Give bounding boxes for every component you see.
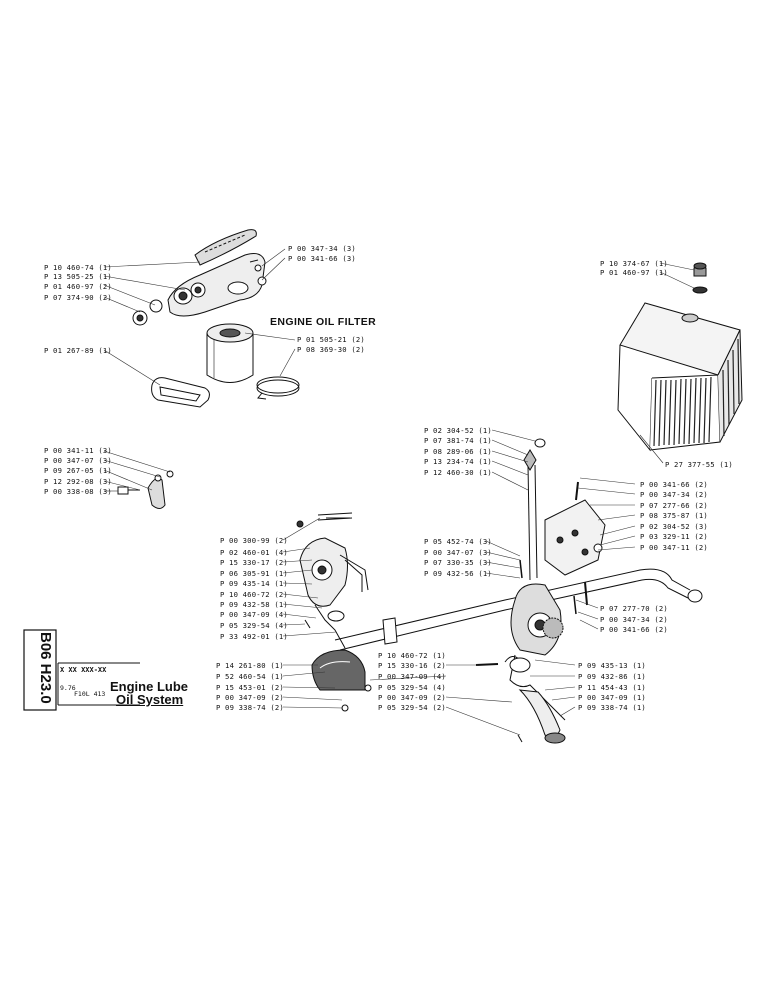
part-label: P 09 432-58 (1): [220, 600, 288, 609]
part-label: P 00 341-66 (3): [288, 254, 356, 263]
part-label: P 13 234-74 (1): [424, 457, 492, 466]
part-label: P 03 329-11 (2): [640, 532, 708, 541]
hose-clamp-illustration: [256, 376, 300, 400]
part-label: P 06 305-91 (1): [220, 569, 288, 578]
engine-ref: F10L 413: [74, 690, 106, 698]
left-pump-illustration: [296, 512, 369, 649]
part-label: P 05 329-54 (2): [378, 703, 446, 712]
part-label: P 12 292-08 (3): [44, 477, 112, 486]
part-label: P 15 330-17 (2): [220, 558, 288, 567]
part-label: P 09 435-14 (1): [220, 579, 288, 588]
part-label: P 01 460-97 (1): [600, 268, 668, 277]
engine-oil-filter-heading: ENGINE OIL FILTER: [270, 316, 377, 328]
part-label: P 00 300-99 (2): [220, 536, 288, 545]
part-label: P 01 460-97 (2): [44, 282, 112, 291]
gasket-illustration: [151, 377, 210, 408]
part-label: P 15 453-01 (2): [216, 683, 284, 692]
part-label: P 14 261-80 (1): [216, 661, 284, 670]
part-label: P 00 347-34 (2): [600, 615, 668, 624]
strainer-left-illustration: [311, 649, 366, 712]
part-label: P 52 460-54 (1): [216, 672, 284, 681]
part-label: P 10 460-72 (1): [378, 651, 446, 660]
part-label: P 07 277-66 (2): [640, 501, 708, 510]
part-label: P 09 435-13 (1): [578, 661, 646, 670]
part-label: P 01 267-89 (1): [44, 346, 112, 355]
oil-cooler-illustration: [617, 262, 743, 452]
part-label: P 00 347-07 (3): [44, 456, 112, 465]
strainer-right-illustration: [504, 654, 566, 744]
part-label: P 08 289-06 (1): [424, 447, 492, 456]
bolt-parts-illustration: [117, 470, 577, 692]
title-block-frame: [23, 629, 140, 711]
part-label: P 08 369-30 (2): [297, 345, 365, 354]
part-label: P 09 432-56 (1): [424, 569, 492, 578]
drawing-title-line2: Oil System: [116, 692, 184, 707]
part-label: P 00 347-34 (3): [288, 244, 356, 253]
drawing-number: X XX XXX-XX: [60, 666, 107, 674]
part-label: P 08 375-87 (1): [640, 511, 708, 520]
part-label: P 00 347-11 (2): [640, 543, 708, 552]
part-label: P 10 460-74 (1): [44, 263, 112, 272]
part-label: P 00 347-09 (2): [378, 693, 446, 702]
filter-head-illustration: [132, 229, 267, 326]
part-label: P 00 347-07 (3): [424, 548, 492, 557]
drawing-date: 9.76: [60, 684, 76, 692]
part-label: P 10 374-67 (1): [600, 259, 668, 268]
part-label: P 00 347-34 (2): [640, 490, 708, 499]
part-label: P 33 492-01 (1): [220, 632, 288, 641]
part-label: P 02 460-01 (4): [220, 548, 288, 557]
part-label: P 00 347-09 (4): [220, 610, 288, 619]
part-label: P 00 341-66 (2): [600, 625, 668, 634]
part-label: P 00 341-11 (3): [44, 446, 112, 455]
drawing-title-line1: Engine Lube: [110, 679, 188, 694]
part-label: P 07 381-74 (1): [424, 436, 492, 445]
part-label: P 09 432-86 (1): [578, 672, 646, 681]
part-label: P 13 505-25 (1): [44, 272, 112, 281]
part-label: P 00 347-09 (1): [578, 693, 646, 702]
part-label: P 02 304-52 (3): [640, 522, 708, 531]
oil-line-illustration: [334, 568, 703, 651]
part-label: P 09 267-05 (1): [44, 466, 112, 475]
part-label: P 11 454-43 (1): [578, 683, 646, 692]
part-label: P 07 277-70 (2): [600, 604, 668, 613]
part-label: P 09 338-74 (2): [216, 703, 284, 712]
part-label: P 15 330-16 (2): [378, 661, 446, 670]
part-label: P 09 338-74 (1): [578, 703, 646, 712]
drawing-code: B06 H23.0: [37, 632, 54, 704]
part-label: P 00 338-08 (3): [44, 487, 112, 496]
part-label: P 05 452-74 (3): [424, 537, 492, 546]
part-label: P 01 505-21 (2): [297, 335, 365, 344]
part-label: P 00 341-66 (2): [640, 480, 708, 489]
part-label: P 00 347-09 (2): [216, 693, 284, 702]
part-label: P 05 329-54 (4): [378, 683, 446, 692]
part-label: P 05 329-54 (4): [220, 621, 288, 630]
part-label: P 07 374-90 (2): [44, 293, 112, 302]
part-label: P 07 330-35 (3): [424, 558, 492, 567]
leader-lines: [103, 248, 695, 736]
right-pump-illustration: [510, 438, 606, 656]
part-label: P 02 304-52 (1): [424, 426, 492, 435]
part-label: P 10 460-72 (2): [220, 590, 288, 599]
part-label: P 00 347-09 (4): [378, 672, 446, 681]
part-label: P 27 377-55 (1): [665, 460, 733, 469]
filter-cartridge-illustration: [206, 323, 254, 383]
part-label: P 12 460-30 (1): [424, 468, 492, 477]
